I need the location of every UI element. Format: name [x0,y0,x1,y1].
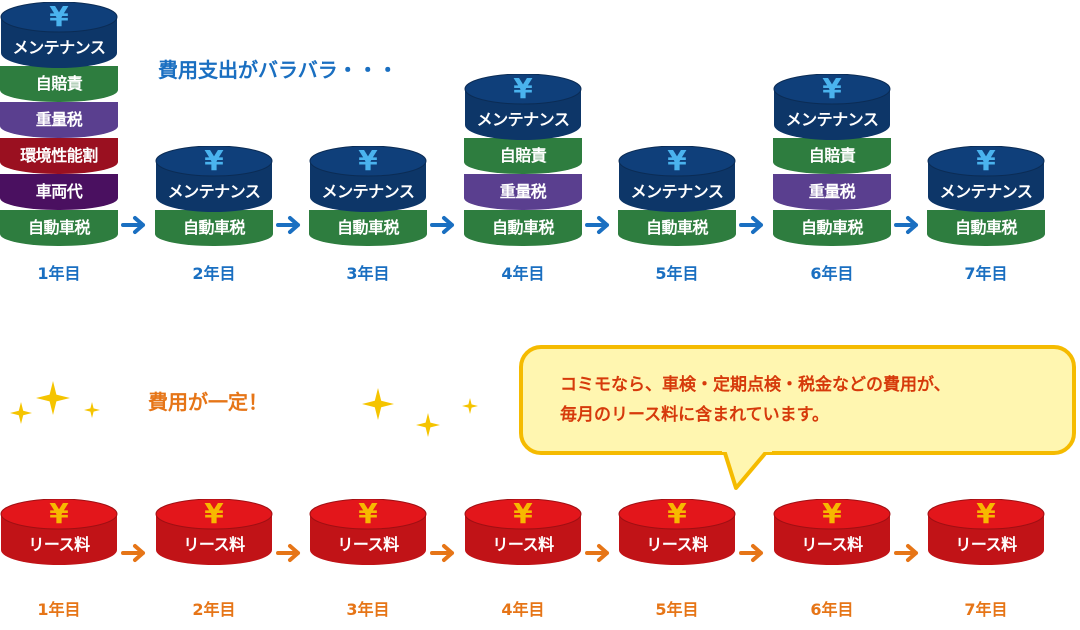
cost-band: 自賠責 [0,66,118,102]
sparkle-icon [84,402,100,418]
arrow-right-icon [430,216,454,234]
yen-coin-icon: ¥ [822,74,842,105]
yen-coin-icon: ¥ [358,146,378,177]
year-label: 6年目 [810,600,854,619]
cost-band: 重量税 [464,174,582,210]
coin-top-lease: ¥ [155,497,273,569]
year-label: 2年目 [192,264,236,283]
year-label: 6年目 [810,264,854,283]
year-label: 1年目 [37,600,81,619]
coin-top-lease: ¥ [927,497,1045,569]
coin-label: メンテナンス [476,110,570,129]
callout-pointer [722,450,772,490]
coin-label: メンテナンス [785,110,879,129]
cost-band: 環境性能割 [0,138,118,174]
cost-band: 自動車税 [464,210,582,246]
yen-coin-icon: ¥ [358,499,378,530]
sparkle-icon [10,402,32,424]
coin-top-lease: ¥ [0,497,118,569]
coin-top-lease: ¥ [464,497,582,569]
year-label: 3年目 [346,600,390,619]
year-label: 3年目 [346,264,390,283]
coin-top: ¥ [155,144,273,216]
coin-label: メンテナンス [12,38,106,57]
cost-band: 自動車税 [618,210,736,246]
yen-coin-icon: ¥ [976,146,996,177]
arrow-right-icon [739,544,763,562]
sparkle-icon [36,381,70,415]
arrow-right-icon [430,544,454,562]
year-label: 4年目 [501,600,545,619]
yen-coin-icon: ¥ [204,146,224,177]
callout-line-2: 毎月のリース料に含まれています。 [560,405,829,425]
coin-label: リース料 [183,535,245,554]
cost-band: 車両代 [0,174,118,210]
cost-band: 自動車税 [0,210,118,246]
year-label: 7年目 [964,264,1008,283]
year-label: 4年目 [501,264,545,283]
coin-top-lease: ¥ [773,497,891,569]
coin-label: メンテナンス [321,182,415,201]
sparkle-icon [362,388,394,420]
yen-coin-icon: ¥ [49,499,69,530]
arrow-right-icon [894,216,918,234]
arrow-right-icon [121,544,145,562]
arrow-right-icon [894,544,918,562]
coin-top: ¥ [773,72,891,144]
coin-top-lease: ¥ [618,497,736,569]
coin-top: ¥ [927,144,1045,216]
yen-coin-icon: ¥ [204,499,224,530]
yen-coin-icon: ¥ [976,499,996,530]
cost-band: 重量税 [773,174,891,210]
year-label: 7年目 [964,600,1008,619]
cost-band: 自動車税 [155,210,273,246]
coin-label: リース料 [492,535,554,554]
yen-coin-icon: ¥ [667,499,687,530]
sparkle-icon [416,413,440,437]
arrow-right-icon [585,216,609,234]
yen-coin-icon: ¥ [49,2,69,33]
cost-band: 自動車税 [309,210,427,246]
yen-coin-icon: ¥ [513,499,533,530]
coin-label: リース料 [28,535,90,554]
coin-top: ¥ [464,72,582,144]
coin-top: ¥ [309,144,427,216]
coin-label: リース料 [646,535,708,554]
coin-label: メンテナンス [939,182,1033,201]
year-label: 5年目 [655,264,699,283]
coin-label: リース料 [955,535,1017,554]
callout-line-1: コミモなら、車検・定期点検・税金などの費用が、 [560,375,951,395]
cost-band: 自賠責 [773,138,891,174]
year-label: 2年目 [192,600,236,619]
coin-top: ¥ [0,0,118,72]
yen-coin-icon: ¥ [667,146,687,177]
callout-text: コミモなら、車検・定期点検・税金などの費用が、 毎月のリース料に含まれています。 [560,370,1060,430]
arrow-right-icon [276,216,300,234]
cost-band: 自動車税 [927,210,1045,246]
coin-top-lease: ¥ [309,497,427,569]
sparkle-icon [462,398,478,414]
arrow-right-icon [121,216,145,234]
cost-band: 自賠責 [464,138,582,174]
coin-label: メンテナンス [630,182,724,201]
coin-top: ¥ [618,144,736,216]
yen-coin-icon: ¥ [513,74,533,105]
callout-bubble [519,345,1076,455]
yen-coin-icon: ¥ [822,499,842,530]
coin-label: リース料 [337,535,399,554]
top-heading: 費用支出がバラバラ・・・ [158,58,398,82]
cost-band: 自動車税 [773,210,891,246]
coin-label: リース料 [801,535,863,554]
arrow-right-icon [585,544,609,562]
arrow-right-icon [739,216,763,234]
arrow-right-icon [276,544,300,562]
year-label: 1年目 [37,264,81,283]
cost-band: 重量税 [0,102,118,138]
coin-label: メンテナンス [167,182,261,201]
year-label: 5年目 [655,600,699,619]
bottom-heading: 費用が一定！ [148,390,268,414]
